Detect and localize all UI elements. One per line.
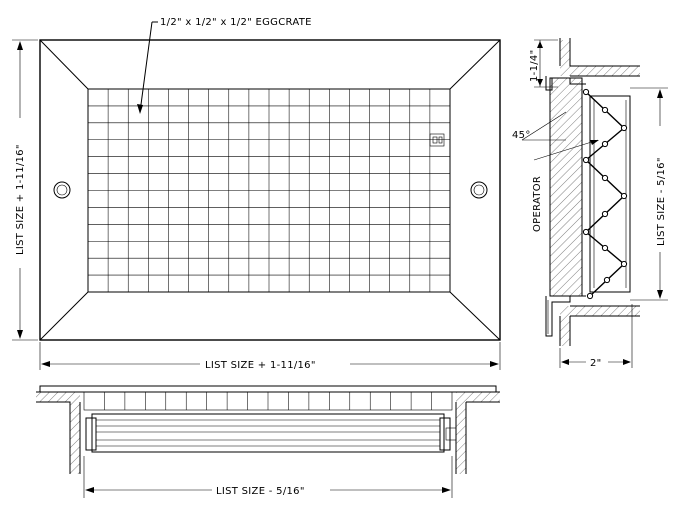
blade-pivot bbox=[582, 88, 590, 96]
dim-depth bbox=[559, 304, 633, 368]
dim-bottom bbox=[83, 456, 453, 498]
bevel-top-right bbox=[449, 39, 501, 90]
side-inner-channel bbox=[589, 95, 631, 293]
bottom-wall-right-hatch bbox=[456, 392, 500, 402]
operator-leader bbox=[533, 139, 599, 161]
latch-detail bbox=[429, 133, 445, 147]
bottom-flange bbox=[39, 385, 497, 393]
list-size-minus-side-label: LIST SIZE - 5/16" bbox=[656, 157, 667, 246]
wall-top bbox=[559, 38, 640, 77]
bottom-eggcrate-cells bbox=[104, 392, 432, 410]
blade-pivot bbox=[601, 106, 609, 114]
blade-pivot bbox=[620, 192, 628, 200]
screw-hole-left bbox=[53, 181, 71, 199]
damper-body bbox=[91, 413, 445, 453]
dim-horizontal-front bbox=[39, 342, 501, 370]
blade-pivot bbox=[586, 292, 594, 300]
flange-top bbox=[545, 76, 586, 91]
side-section-view: 1-1/4" 45° OPERATOR LIST SIZE - 5/16" bbox=[512, 38, 668, 369]
blade-pivot bbox=[601, 210, 609, 218]
dim-vertical-left bbox=[12, 39, 38, 341]
blade-pivots bbox=[582, 88, 628, 300]
bevel-bottom-left bbox=[39, 291, 89, 341]
blade-pivot bbox=[601, 244, 609, 252]
list-size-plus-vertical-label: LIST SIZE + 1-11/16" bbox=[15, 144, 26, 255]
front-view: 1/2" x 1/2" x 1/2" EGGCRATE LIST SIZE + … bbox=[12, 17, 501, 371]
front-outer-frame bbox=[39, 39, 501, 341]
bevel-top-left bbox=[39, 39, 89, 90]
flange-bottom bbox=[545, 295, 586, 337]
eggcrate-leader-arrow bbox=[137, 104, 143, 114]
blade-pivot bbox=[603, 276, 611, 284]
angle-label: 45° bbox=[512, 130, 531, 141]
operator-label: OPERATOR bbox=[532, 176, 543, 232]
dim-flange bbox=[534, 39, 558, 88]
eggcrate-label: 1/2" x 1/2" x 1/2" EGGCRATE bbox=[160, 17, 312, 28]
blade-pivot bbox=[620, 124, 628, 132]
bottom-wall-left-hatch bbox=[36, 392, 80, 402]
blade-pivot bbox=[620, 260, 628, 268]
eggcrate-leader-line bbox=[139, 21, 158, 113]
blade-pivot bbox=[582, 228, 590, 236]
blade-pivot bbox=[582, 156, 590, 164]
list-size-minus-bottom-label: LIST SIZE - 5/16" bbox=[216, 486, 305, 497]
blade-pivot bbox=[601, 140, 609, 148]
flange-dim-label: 1-1/4" bbox=[529, 50, 540, 82]
eggcrate-grid bbox=[88, 89, 450, 292]
blade-pivot bbox=[601, 174, 609, 182]
screw-hole-right bbox=[470, 181, 488, 199]
angle-leader bbox=[521, 111, 567, 141]
list-size-plus-horizontal-label: LIST SIZE + 1-11/16" bbox=[205, 360, 316, 371]
side-frame-body bbox=[549, 77, 583, 297]
wall-bottom bbox=[559, 305, 640, 346]
operator-blades bbox=[584, 91, 626, 297]
bevel-bottom-right bbox=[449, 291, 501, 341]
depth-dim-label: 2" bbox=[590, 358, 602, 369]
bottom-section-view: LIST SIZE - 5/16" bbox=[36, 385, 500, 498]
dim-side-height bbox=[630, 87, 668, 301]
